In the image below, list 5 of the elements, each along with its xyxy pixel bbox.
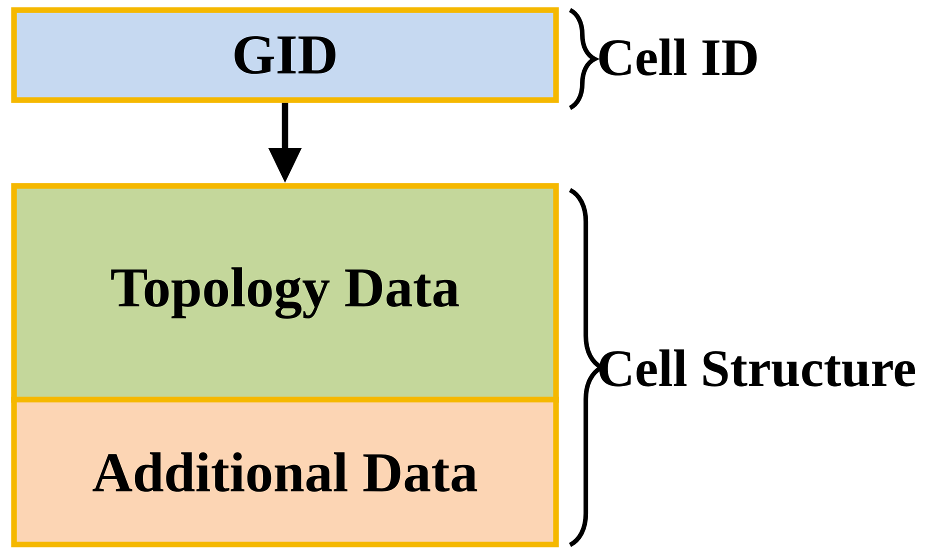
brace-label: Cell Structure [599, 349, 916, 387]
data-box: Additional Data [11, 396, 559, 548]
brace-label: Cell ID [599, 38, 757, 76]
data-box: GID [11, 7, 559, 103]
data-box: Topology Data [11, 183, 559, 403]
